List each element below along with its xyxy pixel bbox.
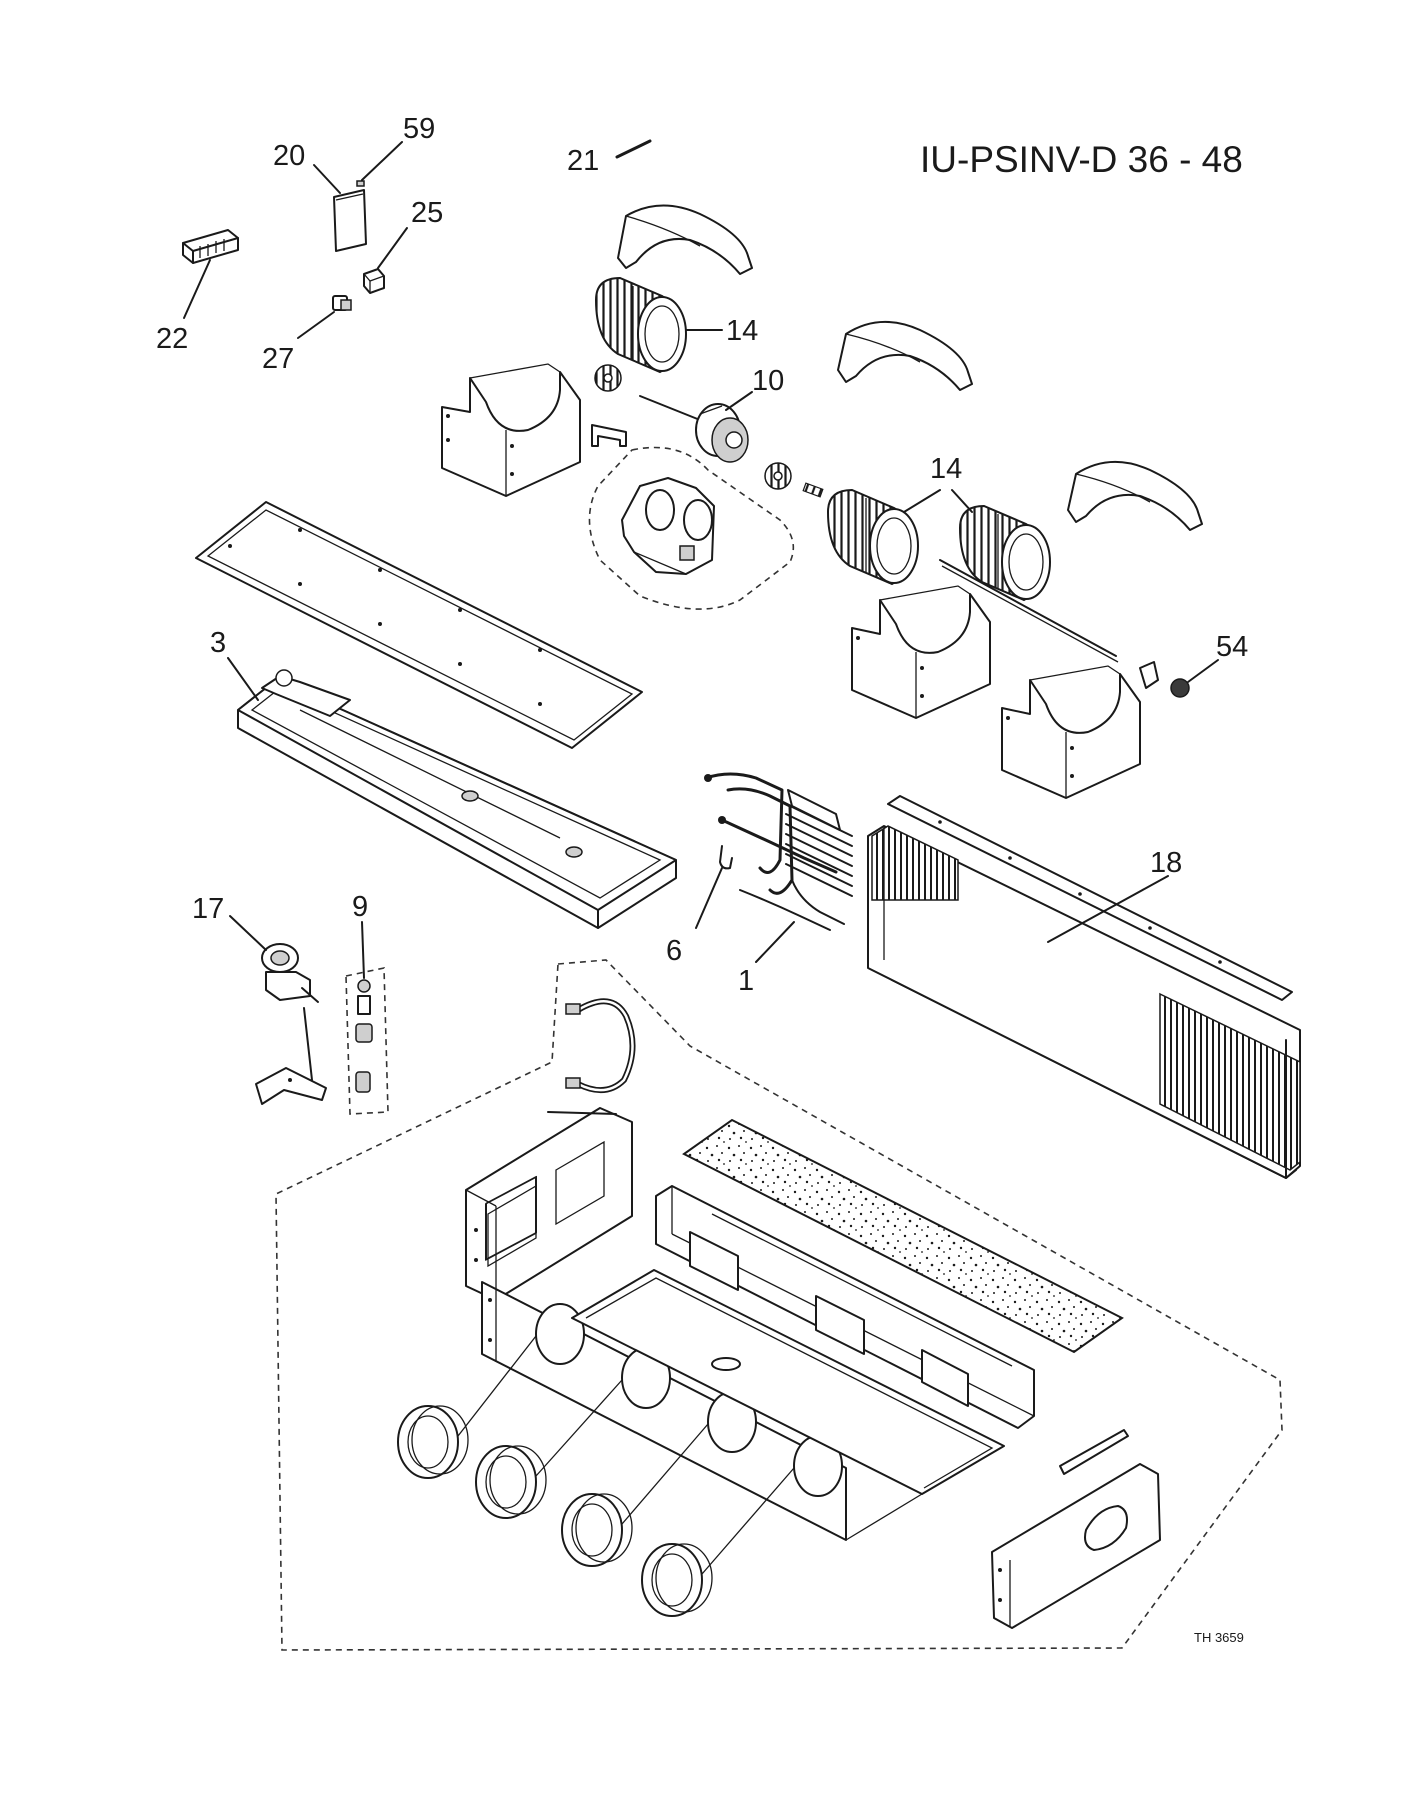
callout-6: 6 bbox=[666, 935, 682, 967]
blower-shaft-edge bbox=[941, 565, 1119, 663]
part-3-drain-pan bbox=[237, 669, 677, 929]
callout-21: 21 bbox=[567, 145, 599, 177]
leader-17 bbox=[229, 915, 267, 951]
part-9-group-outline bbox=[345, 967, 389, 1115]
base-tray bbox=[571, 1269, 1005, 1541]
duct-collar-3 bbox=[561, 1493, 633, 1567]
part-17-condensate-pump bbox=[255, 943, 327, 1105]
collar-line-2 bbox=[535, 1379, 623, 1477]
blower-housing-lower-3 bbox=[1001, 665, 1141, 799]
callout-9: 9 bbox=[352, 891, 368, 923]
part-20-control-board bbox=[333, 189, 367, 252]
drawing-number: TH 3659 bbox=[1194, 1630, 1244, 1645]
callout-25: 25 bbox=[411, 197, 443, 229]
blower-housing-upper-2 bbox=[837, 320, 973, 391]
callout-1: 1 bbox=[738, 965, 754, 997]
blower-motor-10 bbox=[639, 395, 749, 463]
part-25-relay bbox=[363, 268, 385, 294]
part-22-terminal-block bbox=[182, 229, 239, 264]
drain-hose bbox=[565, 998, 636, 1093]
callout-18: 18 bbox=[1150, 847, 1182, 879]
blower-shaft bbox=[939, 559, 1117, 657]
leader-6 bbox=[695, 867, 723, 929]
callout-22: 22 bbox=[156, 323, 188, 355]
blower-housing-lower-1 bbox=[441, 363, 581, 497]
motor-bracket bbox=[591, 424, 627, 447]
callout-14-middle: 14 bbox=[930, 453, 962, 485]
air-filter bbox=[682, 1118, 1124, 1354]
collar-line-1 bbox=[457, 1335, 537, 1437]
leader-10 bbox=[725, 391, 753, 411]
leader-20 bbox=[313, 164, 341, 194]
control-box-panel bbox=[465, 1107, 633, 1301]
part-54-bearing bbox=[1170, 678, 1190, 698]
part-27-connector bbox=[332, 295, 352, 311]
blower-wheel-14-right bbox=[958, 504, 1051, 602]
blower-wheel-14-middle bbox=[826, 488, 919, 586]
collar-line-4 bbox=[701, 1467, 795, 1575]
callout-10: 10 bbox=[752, 365, 784, 397]
coil-top-rail bbox=[887, 795, 1293, 1001]
part-21-rod bbox=[615, 139, 652, 159]
leader-9 bbox=[361, 921, 365, 979]
collar-line-3 bbox=[621, 1423, 709, 1525]
blower-housing-upper-3 bbox=[1067, 460, 1203, 531]
hub-right bbox=[764, 462, 824, 498]
hub-left bbox=[594, 364, 622, 392]
leader-25 bbox=[377, 227, 408, 269]
motor-mount-group-outline bbox=[588, 446, 795, 610]
duct-collar-1 bbox=[397, 1405, 469, 1479]
callout-3: 3 bbox=[210, 627, 226, 659]
callout-17: 17 bbox=[192, 893, 224, 925]
leader-14-mid-b bbox=[951, 489, 973, 513]
leader-59 bbox=[361, 141, 403, 181]
callout-14-top: 14 bbox=[726, 315, 758, 347]
blower-housing-lower-2 bbox=[851, 585, 991, 719]
part-1-refrigerant-piping bbox=[704, 772, 853, 931]
duct-collar-2 bbox=[475, 1445, 547, 1519]
part-18-evaporator-coil bbox=[867, 825, 1301, 1179]
part-59-fuse bbox=[356, 180, 365, 187]
top-panel bbox=[195, 501, 643, 749]
duct-collar-4 bbox=[641, 1543, 713, 1617]
rear-panel bbox=[655, 1185, 1035, 1429]
leader-1 bbox=[755, 921, 795, 963]
callout-27: 27 bbox=[262, 343, 294, 375]
leader-27 bbox=[297, 311, 335, 339]
callout-54: 54 bbox=[1216, 631, 1248, 663]
model-title: IU-PSINV-D 36 - 48 bbox=[920, 139, 1243, 180]
part-6-sensor bbox=[719, 845, 733, 870]
blower-housing-upper-1 bbox=[617, 204, 753, 275]
leader-54 bbox=[1187, 659, 1219, 683]
part-9-float-switch bbox=[355, 979, 373, 1093]
leader-3 bbox=[227, 657, 259, 701]
callout-20: 20 bbox=[273, 140, 305, 172]
side-panel-right bbox=[991, 1429, 1161, 1629]
bearing-bracket bbox=[1139, 661, 1159, 689]
callout-59: 59 bbox=[403, 113, 435, 145]
leader-18 bbox=[1047, 875, 1169, 943]
motor-mount-cradle bbox=[621, 477, 715, 575]
leader-14-mid-a bbox=[903, 489, 941, 513]
blower-wheel-14-top bbox=[594, 276, 687, 374]
leader-22 bbox=[183, 259, 211, 319]
